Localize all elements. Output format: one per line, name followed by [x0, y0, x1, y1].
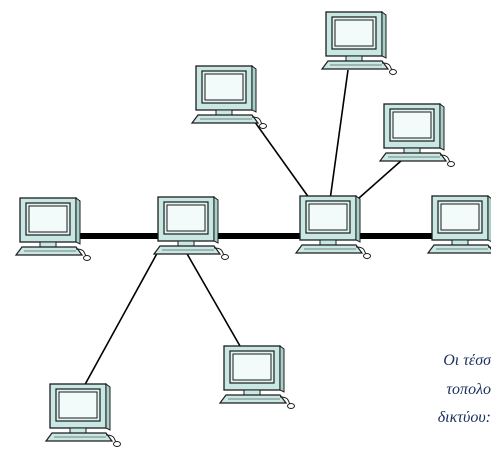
link-pc2-to-lower-mid — [185, 251, 241, 347]
caption-line-1: Οι τέσσ — [443, 352, 491, 369]
caption-line-3: δικτύου: — [437, 409, 491, 426]
caption-line-2: τοπολο — [446, 381, 491, 398]
link-hub-to-left-upper — [251, 117, 313, 203]
computer-icon-lower-mid — [219, 345, 296, 410]
computer-icon-top — [321, 11, 398, 76]
link-pc2-to-lower-left — [81, 247, 161, 391]
computer-icon-lower-left — [45, 383, 122, 448]
computer-icon-upper-left — [191, 65, 268, 130]
computer-icon-bus-second — [153, 196, 230, 261]
computer-icon-bus-hub — [295, 195, 372, 260]
link-hub-to-top — [329, 69, 349, 201]
computer-icon-bus-right-edge — [427, 195, 491, 260]
computer-icon-right-upper — [379, 103, 456, 168]
computer-icon-bus-left — [15, 197, 92, 262]
